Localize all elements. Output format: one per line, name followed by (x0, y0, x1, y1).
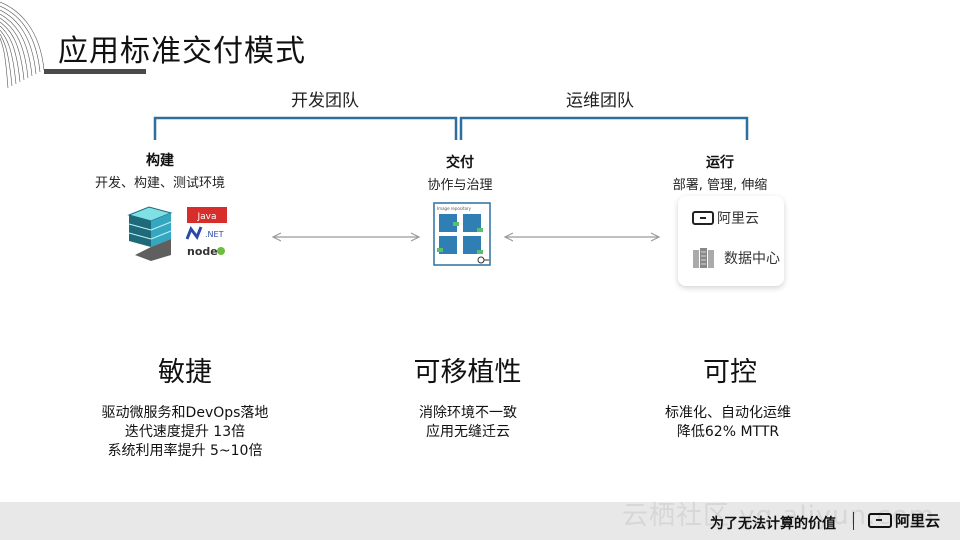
run-target-card: 阿里云 数据中心 (678, 196, 784, 286)
server-rack-icon (693, 248, 714, 268)
benefit-portability-title: 可移植性 (413, 357, 522, 388)
phase-run: 运行 部署, 管理, 伸缩 (650, 152, 790, 193)
team-label-dev: 开发团队 (291, 91, 359, 111)
ops-bracket-line (459, 116, 749, 140)
benefit-portability-line: 消除环境不一致 (419, 405, 517, 421)
phase-run-title: 运行 (706, 155, 734, 171)
svg-text:Java: Java (196, 212, 216, 222)
svg-text:Image repository: Image repository (437, 206, 472, 211)
phase-build-title: 构建 (146, 153, 174, 169)
decorative-swirl (0, 1, 45, 89)
java-logo: Java (187, 207, 227, 223)
footer-slogan: 为了无法计算的价值 (710, 516, 836, 532)
phase-build: 构建 开发、构建、测试环境 (70, 150, 250, 191)
aliyun-logo-icon (692, 211, 714, 225)
datacenter-label: 数据中心 (724, 251, 780, 267)
aliyun-label: 阿里云 (717, 211, 759, 227)
phase-deliver-title: 交付 (446, 155, 474, 171)
benefit-control-line: 降低62% MTTR (676, 424, 780, 440)
phase-deliver: 交付 协作与治理 (390, 152, 530, 193)
dev-bracket-line (153, 116, 458, 140)
footer-bar (0, 502, 960, 540)
phase-build-subtitle: 开发、构建、测试环境 (94, 176, 225, 191)
dotnet-logo: .NET (185, 225, 224, 241)
datacenter-row: 数据中心 (692, 246, 780, 270)
benefit-agile-line: 驱动微服务和DevOps落地 (101, 405, 269, 421)
footer-logo: 阿里云 (868, 510, 940, 531)
benefit-agile-title: 敏捷 (158, 357, 212, 388)
aliyun-logo-icon (868, 513, 892, 528)
svg-text:node: node (187, 245, 218, 258)
build-deliver-arrow (271, 232, 421, 242)
benefit-control-title: 可控 (703, 357, 757, 388)
slide-title: 应用标准交付模式 (58, 34, 306, 69)
build-tools-icon: Java .NET node (127, 206, 227, 261)
image-repository-icon: Image repository (433, 202, 491, 266)
deliver-run-arrow (503, 232, 661, 242)
footer-divider (853, 512, 854, 530)
team-bracket (153, 116, 749, 140)
benefit-control-line: 标准化、自动化运维 (665, 405, 791, 421)
team-label-ops: 运维团队 (566, 91, 634, 111)
benefit-control-lines: 标准化、自动化运维 降低62% MTTR (628, 404, 828, 442)
footer-logo-text: 阿里云 (895, 512, 941, 530)
svg-text:.NET: .NET (205, 230, 224, 239)
benefit-agile-line: 迭代速度提升 13倍 (124, 424, 246, 440)
phase-deliver-subtitle: 协作与治理 (427, 178, 493, 193)
benefit-agile-lines: 驱动微服务和DevOps落地 迭代速度提升 13倍 系统利用率提升 5~10倍 (60, 404, 310, 461)
database-cube-icon (127, 206, 173, 261)
title-underline (44, 69, 146, 74)
benefit-portability-lines: 消除环境不一致 应用无缝迁云 (368, 404, 568, 442)
aliyun-row: 阿里云 (692, 208, 759, 228)
nodejs-logo: node (187, 245, 225, 258)
benefit-portability-line: 应用无缝迁云 (426, 424, 510, 440)
benefit-agile-line: 系统利用率提升 5~10倍 (107, 443, 263, 459)
phase-run-subtitle: 部署, 管理, 伸缩 (672, 178, 768, 193)
